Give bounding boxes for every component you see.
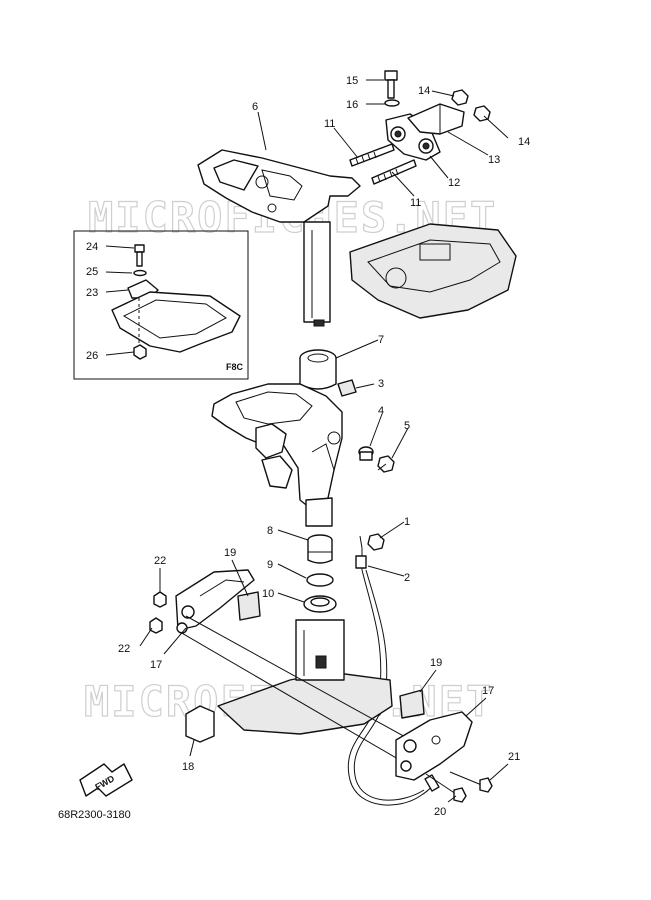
part-19-pad-left <box>237 591 261 621</box>
callout-22-lower: 22 <box>118 643 130 655</box>
callout-11-lower: 11 <box>410 197 421 209</box>
callout-2: 2 <box>404 572 410 584</box>
part-5-bolt <box>377 455 395 473</box>
part-4-grease-fitting <box>358 446 374 461</box>
callout-15: 15 <box>346 75 358 87</box>
callout-6: 6 <box>252 101 258 113</box>
callout-7: 7 <box>378 334 384 346</box>
part-10-seal <box>303 595 337 613</box>
leader-lines <box>105 79 509 803</box>
swivel-bracket <box>211 383 343 527</box>
callouts: 1 2 3 4 5 6 7 8 9 10 11 11 12 13 14 14 1… <box>86 75 530 818</box>
part-19-pad-right <box>399 689 425 719</box>
part-16-washer <box>384 99 400 107</box>
callout-25: 25 <box>86 266 98 278</box>
part-14-nut-left <box>451 89 469 106</box>
callout-10: 10 <box>262 588 274 600</box>
part-8-bushing <box>307 534 333 564</box>
callout-19-left: 19 <box>224 547 236 559</box>
part-11-stud-lower <box>371 159 417 185</box>
part-15-bolt <box>384 70 398 99</box>
callout-4: 4 <box>378 405 384 417</box>
part-20-bolt <box>425 773 467 803</box>
callout-21: 21 <box>508 751 520 763</box>
diagram-code: 68R2300-3180 <box>58 809 131 821</box>
callout-8: 8 <box>267 525 273 537</box>
callout-5: 5 <box>404 420 410 432</box>
callout-1: 1 <box>404 516 410 528</box>
part-3-pad <box>337 379 357 397</box>
part-18-stopper <box>185 705 215 743</box>
callout-26: 26 <box>86 350 98 362</box>
part-21-bolt <box>449 771 493 793</box>
callout-19-right: 19 <box>430 657 442 669</box>
callout-24: 24 <box>86 241 98 253</box>
callout-17-right: 17 <box>482 685 494 697</box>
part-6-steering-bracket <box>197 149 361 327</box>
part-13-plate <box>407 103 465 135</box>
part-22-nut-lower <box>149 617 163 634</box>
callout-17-left: 17 <box>150 659 162 671</box>
part-11-stud-upper <box>349 143 395 167</box>
callout-14-right: 14 <box>518 136 530 148</box>
callout-20: 20 <box>434 806 446 818</box>
callout-12: 12 <box>448 177 460 189</box>
bottom-cowling <box>349 223 517 319</box>
part-17-clamp-bracket-left <box>175 569 255 634</box>
callout-18: 18 <box>182 761 194 773</box>
callout-14-left: 14 <box>418 85 430 97</box>
callout-16: 16 <box>346 99 358 111</box>
part-17-clamp-bracket-right <box>395 711 473 781</box>
fwd-arrow-icon: FWD <box>79 763 133 797</box>
callout-13: 13 <box>488 154 500 166</box>
callout-3: 3 <box>378 378 384 390</box>
part-9-o-ring <box>306 573 334 587</box>
through-tube <box>179 615 419 767</box>
part-22-nut-upper <box>153 591 167 608</box>
callout-23: 23 <box>86 287 98 299</box>
part-7-bushing <box>299 349 337 390</box>
inset-tag: F8C <box>226 362 244 372</box>
callout-22-upper: 22 <box>154 555 166 567</box>
callout-9: 9 <box>267 559 273 571</box>
drive-shaft-housing <box>217 619 393 735</box>
callout-11-upper: 11 <box>324 118 335 130</box>
inset-f8c: F8C <box>73 230 249 380</box>
